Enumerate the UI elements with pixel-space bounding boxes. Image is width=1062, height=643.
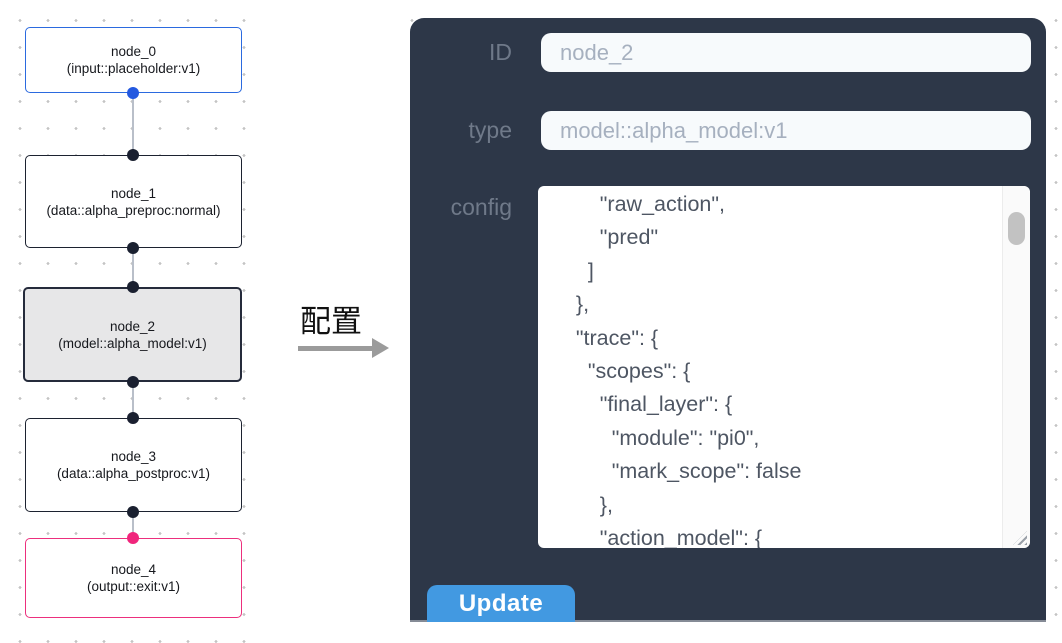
flow-node-1[interactable]: node_1 (data::alpha_preproc:normal)	[25, 155, 242, 248]
edge-node0-node1	[132, 93, 134, 155]
node-config-panel: ID node_2 type model::alpha_model:v1 con…	[410, 18, 1046, 622]
config-scrollbar-thumb[interactable]	[1008, 212, 1025, 245]
node-subtitle: (data::alpha_preproc:normal)	[46, 202, 221, 218]
flow-node-4[interactable]: node_4 (output::exit:v1)	[25, 538, 242, 618]
node0-output-port[interactable]	[127, 87, 139, 99]
node-title: node_1	[110, 185, 157, 201]
flow-node-0[interactable]: node_0 (input::placeholder:v1)	[25, 27, 242, 93]
config-json-content[interactable]: "raw_action", "pred" ] }, "trace": { "sc…	[575, 192, 802, 548]
id-field-label: ID	[489, 39, 512, 65]
node2-output-port[interactable]	[127, 376, 139, 388]
config-textarea[interactable]: "raw_action", "pred" ] }, "trace": { "sc…	[538, 186, 1030, 548]
flow-node-3[interactable]: node_3 (data::alpha_postproc:v1)	[25, 418, 242, 512]
arrow-right-icon-head	[372, 338, 389, 358]
node-subtitle: (data::alpha_postproc:v1)	[56, 466, 211, 481]
node-subtitle: (input::placeholder:v1)	[66, 61, 201, 76]
node-subtitle: (output::exit:v1)	[86, 579, 181, 594]
flow-node-2-selected[interactable]: node_2 (model::alpha_model:v1)	[23, 287, 242, 382]
node3-input-port[interactable]	[127, 412, 139, 424]
edge-node1-node2	[132, 248, 134, 287]
node3-output-port[interactable]	[127, 506, 139, 518]
node-title: node_0	[110, 44, 157, 59]
edge-node2-node3	[132, 382, 134, 418]
type-input[interactable]: model::alpha_model:v1	[541, 111, 1031, 150]
id-input[interactable]: node_2	[541, 33, 1031, 72]
edge-node3-node4	[132, 512, 134, 538]
arrow-right-icon	[298, 346, 374, 351]
node2-input-port[interactable]	[127, 281, 139, 293]
node-title: node_3	[110, 449, 157, 464]
node-title: node_2	[109, 318, 156, 334]
node1-input-port[interactable]	[127, 149, 139, 161]
node1-output-port[interactable]	[127, 242, 139, 254]
config-scrollbar[interactable]	[1002, 186, 1030, 548]
configure-annotation-label: 配置	[300, 304, 362, 339]
flow-canvas[interactable]: node_0 (input::placeholder:v1) node_1 (d…	[0, 0, 270, 643]
update-button[interactable]: Update	[427, 585, 575, 622]
node-title: node_4	[110, 562, 157, 577]
node-subtitle: (model::alpha_model:v1)	[58, 335, 207, 351]
node4-input-port[interactable]	[127, 532, 139, 544]
type-field-label: type	[468, 117, 512, 143]
config-field-label: config	[450, 194, 512, 220]
